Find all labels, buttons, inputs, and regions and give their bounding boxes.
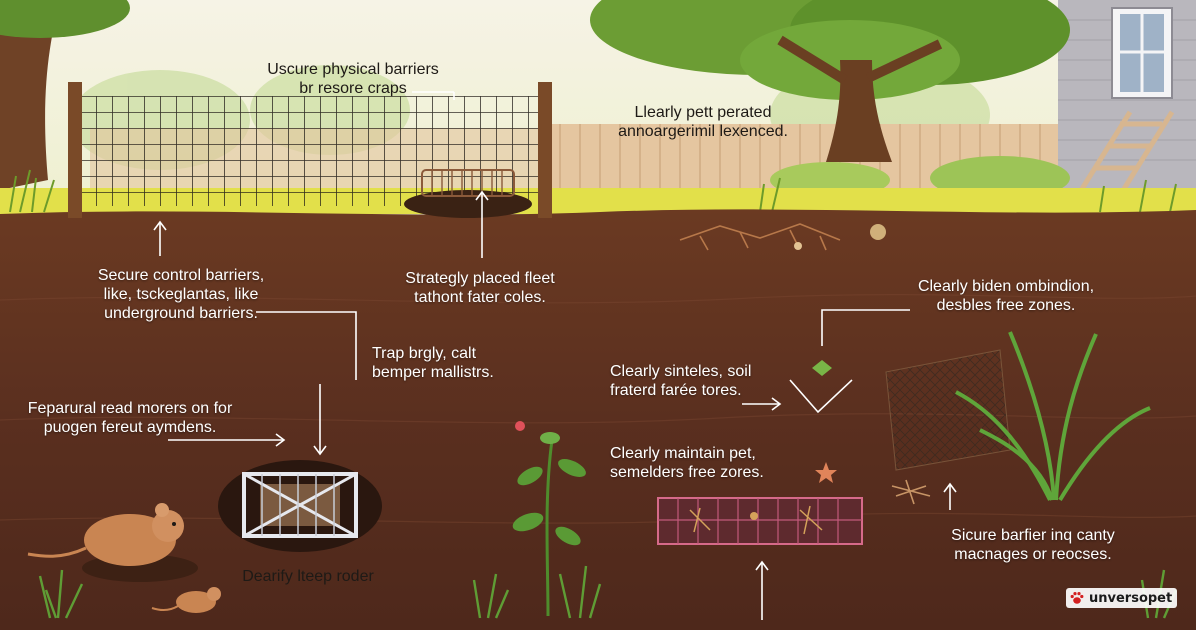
label-dearify: Dearify lteep roder: [242, 568, 374, 585]
spiky-plant: [955, 331, 1151, 502]
root-bundle: [891, 479, 931, 505]
annotation-arrows: [153, 91, 957, 620]
label-trap-brgly: Trap brgly, calt bemper mallistrs.: [372, 345, 494, 381]
buried-cage-trap: [218, 460, 382, 552]
label-sicure-barfier: Sicure barfier inq canty macnages or reo…: [951, 527, 1115, 563]
mouse-small: [151, 587, 221, 613]
grass-tufts: [9, 169, 1177, 213]
watermark-text: unversopet: [1089, 590, 1173, 606]
seed: [870, 224, 886, 240]
label-top-right: Llearly pett perated annoargerimil lexen…: [618, 104, 788, 140]
tree-left: [0, 0, 130, 190]
label-strategically-placed: Strategly placed fleet tathont fater col…: [405, 270, 555, 306]
paw-icon: [1070, 592, 1084, 604]
watermark: unversopet: [1066, 588, 1178, 608]
label-secure-control: Secure control barriers, like, tsckeglan…: [97, 267, 265, 322]
buried-root-cage: [657, 497, 863, 545]
label-feparural: Feparural read morers on for puogen fere…: [27, 400, 233, 436]
sprout: [812, 360, 832, 376]
surface-cage-trap: [404, 169, 532, 218]
pebble: [794, 242, 802, 250]
label-top-fence: Uscure physical barriers br resore craps: [267, 61, 439, 97]
tree-right: [590, 0, 1070, 162]
house: [1058, 0, 1196, 200]
seedling-plant: [512, 421, 586, 617]
label-clearly-maintain: Clearly maintain pet, semelders free zor…: [610, 445, 764, 481]
surface-roots: [679, 223, 841, 251]
debris-star: [815, 462, 837, 483]
label-clearly-sinteles: Clearly sinteles, soil fraterd farée tor…: [610, 363, 752, 399]
label-clearly-bidden: Clearly biden ombindion, desbles free zo…: [917, 278, 1095, 314]
mouse-large: [27, 503, 198, 582]
buried-mesh-panel: [885, 349, 1011, 471]
wire-mesh-fence: [68, 82, 552, 218]
